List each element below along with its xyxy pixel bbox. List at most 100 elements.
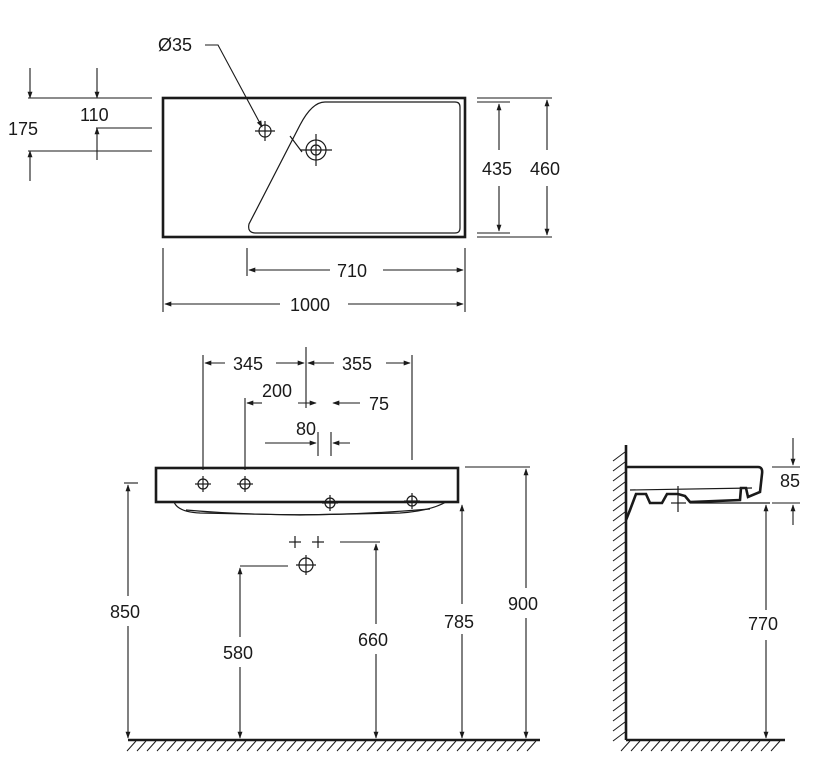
label-dim-770: 770 — [748, 614, 778, 634]
hatch-line — [186, 740, 197, 752]
hatch-line — [612, 731, 626, 742]
hatch-line — [612, 551, 626, 562]
hatch-line — [740, 740, 751, 752]
label-dim-900: 900 — [508, 594, 538, 614]
hatch-line — [612, 721, 626, 732]
hatch-line — [612, 701, 626, 712]
hatch-line — [406, 740, 417, 752]
label-dim-85: 85 — [780, 471, 800, 491]
hatch-line — [506, 740, 517, 752]
hatch-line — [612, 521, 626, 532]
hatch-line — [612, 661, 626, 672]
hatch-line — [620, 740, 631, 752]
hatch-line — [612, 641, 626, 652]
label-dim-660: 660 — [358, 630, 388, 650]
hatch-line — [680, 740, 691, 752]
label-dim-175: 175 — [8, 119, 38, 139]
hatch-line — [356, 740, 367, 752]
hatch-line — [612, 471, 626, 482]
hatch-line — [336, 740, 347, 752]
hatch-line — [670, 740, 681, 752]
hatch-line — [486, 740, 497, 752]
hatch-line — [516, 740, 527, 752]
hatch-line — [256, 740, 267, 752]
basin-side-profile — [624, 465, 764, 521]
hatch-line — [376, 740, 387, 752]
hatch-line — [612, 631, 626, 642]
hatch-line — [296, 740, 307, 752]
hatch-line — [612, 621, 626, 632]
hatch-line — [612, 511, 626, 522]
basin-top-outline — [161, 96, 467, 239]
hatch-line — [216, 740, 227, 752]
hatch-line — [612, 651, 626, 662]
label-dim-785: 785 — [444, 612, 474, 632]
hatch-line — [226, 740, 237, 752]
hatch-line — [612, 681, 626, 692]
wall-hatch — [612, 451, 626, 742]
hatch-line — [612, 461, 626, 472]
hatch-line — [476, 740, 487, 752]
label-dim-200: 200 — [262, 381, 292, 401]
hatch-line — [396, 740, 407, 752]
hatch-line — [146, 740, 157, 752]
side-view: 85 770 — [612, 438, 800, 752]
hole-marker-4 — [404, 493, 420, 509]
hatch-line — [612, 601, 626, 612]
label-dim-850: 850 — [110, 602, 140, 622]
hatch-line — [526, 740, 537, 752]
hatch-line — [366, 740, 377, 752]
hatch-line — [466, 740, 477, 752]
hatch-line — [612, 491, 626, 502]
hatch-line — [236, 740, 247, 752]
hatch-line — [612, 691, 626, 702]
hatch-line — [690, 740, 701, 752]
hatch-line — [612, 561, 626, 572]
hole-marker-3 — [322, 495, 338, 511]
hatch-line — [266, 740, 277, 752]
hatch-line — [612, 481, 626, 492]
hatch-line — [386, 740, 397, 752]
hatch-line — [176, 740, 187, 752]
hatch-line — [750, 740, 761, 752]
hatch-line — [416, 740, 427, 752]
hatch-line — [710, 740, 721, 752]
hatch-line — [456, 740, 467, 752]
hatch-line — [612, 671, 626, 682]
hatch-line — [612, 451, 626, 462]
label-dim-75: 75 — [369, 394, 389, 414]
hatch-line — [612, 531, 626, 542]
hole-marker-2 — [237, 476, 253, 492]
hatch-line — [720, 740, 731, 752]
label-dim-80: 80 — [296, 419, 316, 439]
front-view: 345 355 200 75 80 850 580 660 785 900 — [110, 347, 540, 752]
hatch-line — [136, 740, 147, 752]
hole-marker-1 — [195, 476, 211, 492]
hatch-line — [650, 740, 661, 752]
label-dim-460: 460 — [530, 159, 560, 179]
hatch-line — [326, 740, 337, 752]
hatch-line — [276, 740, 287, 752]
hatch-line — [346, 740, 357, 752]
hatch-line — [126, 740, 137, 752]
side-floor-hatch — [620, 740, 781, 752]
hatch-line — [206, 740, 217, 752]
hatch-line — [612, 571, 626, 582]
hatch-line — [156, 740, 167, 752]
diameter-leader — [205, 44, 263, 128]
wall-fixing-marks — [289, 536, 324, 575]
label-dim-110: 110 — [80, 105, 109, 125]
front-floor-hatch — [126, 740, 537, 752]
hatch-line — [286, 740, 297, 752]
hatch-line — [630, 740, 641, 752]
hatch-line — [770, 740, 781, 752]
label-diameter-35: Ø35 — [158, 35, 192, 55]
hatch-line — [246, 740, 257, 752]
hatch-line — [612, 591, 626, 602]
hatch-line — [612, 611, 626, 622]
basin-front-outline — [154, 466, 460, 504]
hatch-line — [436, 740, 447, 752]
label-dim-1000: 1000 — [290, 295, 330, 315]
hatch-line — [196, 740, 207, 752]
